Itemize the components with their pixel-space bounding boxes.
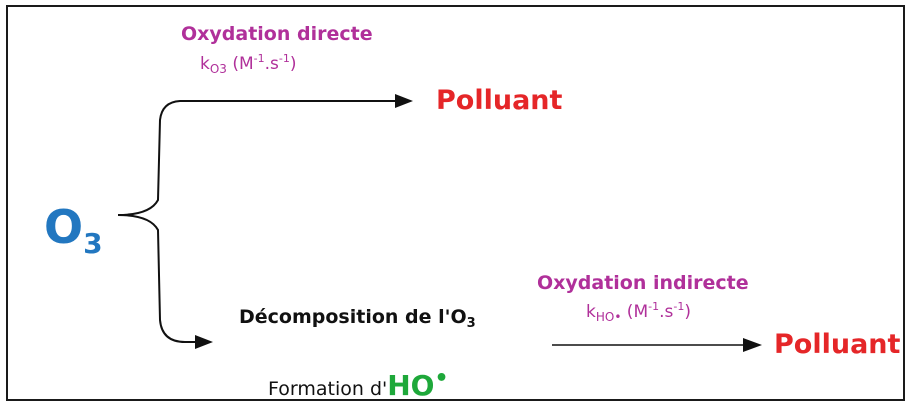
indirect-rate-constant: kHO• (M-1.s-1) [586,300,691,324]
ho-formation-label: Formation d'HO• [268,366,449,402]
indirect-pollutant: Polluant [774,329,901,360]
ozone-label: O3 [44,200,103,260]
indirect-oxidation-title: Oxydation indirecte [537,272,749,294]
decomposition-label: Décomposition de l'O3 [239,306,476,331]
split-bracket [117,100,395,216]
direct-pollutant: Polluant [436,85,563,116]
direct-rate-constant: kO3 (M-1.s-1) [200,52,297,76]
arrowhead-direct [395,94,413,108]
direct-oxidation-title: Oxydation directe [181,23,373,45]
split-bracket-lower [117,214,198,343]
arrowhead-decomposition [195,335,213,349]
hydroxyl-radical: HO• [387,366,449,402]
arrowhead-indirect [743,338,762,352]
diagram-frame [6,5,905,401]
